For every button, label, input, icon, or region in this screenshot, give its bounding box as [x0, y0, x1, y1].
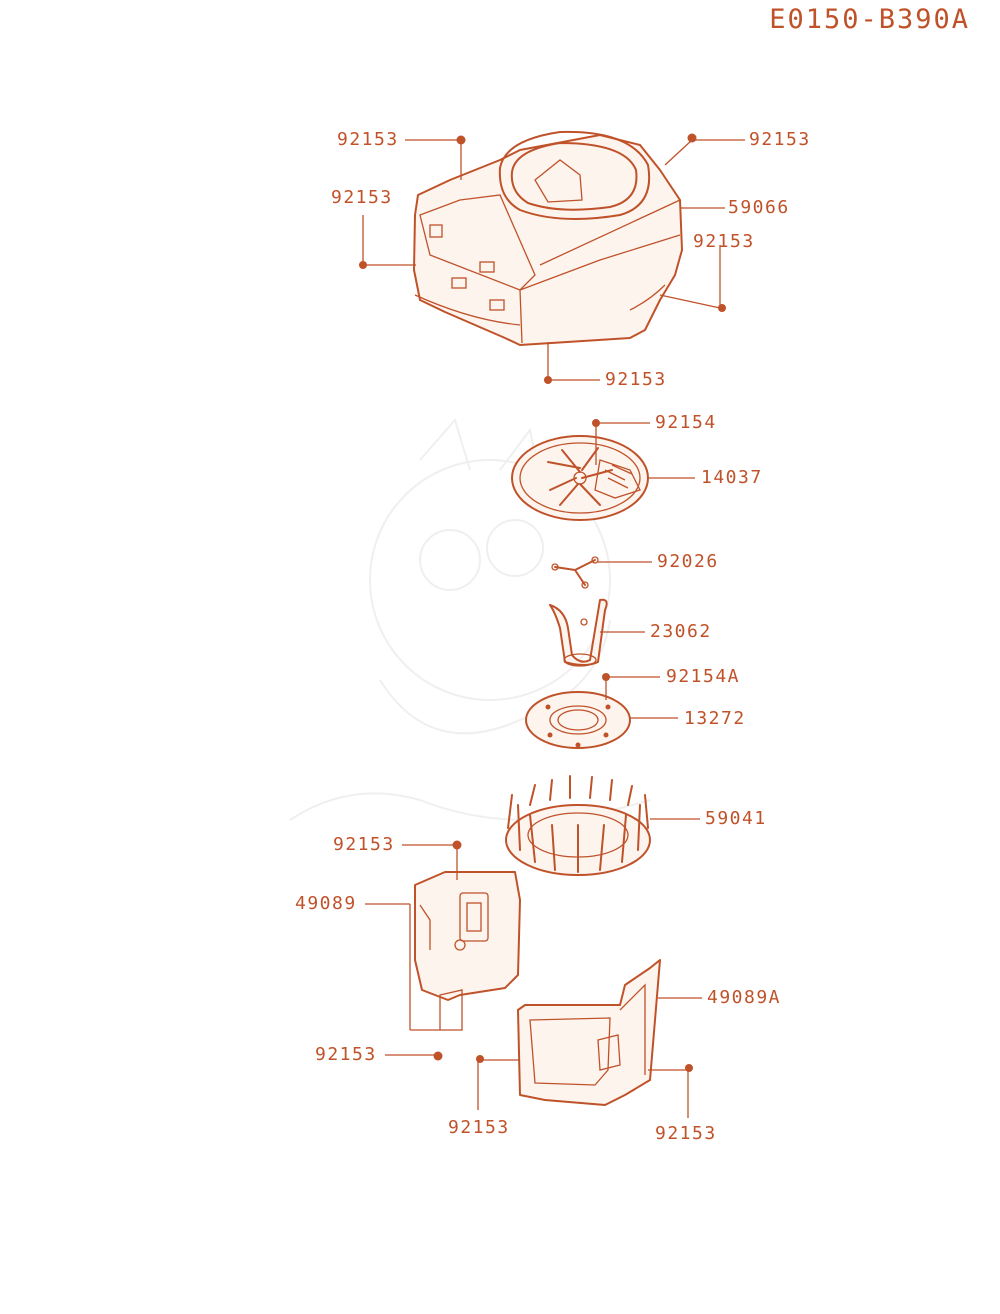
mounting-bracket: [549, 598, 608, 667]
callout-label: 59066: [728, 197, 790, 218]
fasteners: [359, 133, 726, 1072]
leader-lines: [362, 139, 745, 1118]
callout-label: 13272: [684, 708, 746, 729]
callout-label: 92153: [448, 1117, 510, 1138]
callout-label: 92153: [655, 1123, 717, 1144]
callout-label: 14037: [701, 467, 763, 488]
callout-label: 92153: [333, 834, 395, 855]
callout-label: 92153: [337, 129, 399, 150]
cooling-fan-ring: [505, 775, 651, 876]
bolt-icon: [592, 419, 600, 427]
bolt-icon: [687, 133, 697, 143]
watermark-mascot: [289, 417, 651, 821]
bolt-icon: [456, 135, 466, 145]
callout-label: 92153: [693, 231, 755, 252]
fan-plate: [511, 435, 649, 521]
bolt-icon: [476, 1055, 484, 1063]
bolt-icon: [433, 1051, 443, 1061]
callout-label: 92154: [655, 412, 717, 433]
ring-plate: [525, 691, 631, 749]
bolt-icon: [685, 1064, 693, 1072]
bolt-icon: [544, 376, 552, 384]
lower-cover-49089A: [517, 959, 661, 1106]
bolt-icon: [359, 261, 367, 269]
bolt-icon: [718, 304, 726, 312]
callout-label: 49089: [295, 893, 357, 914]
callout-label: 92153: [315, 1044, 377, 1065]
callout-label: 59041: [705, 808, 767, 829]
side-cover-49089: [414, 871, 521, 1031]
callout-label: 92026: [657, 551, 719, 572]
callout-label: 92153: [331, 187, 393, 208]
spring-clip: [551, 556, 599, 589]
callout-label: 92153: [749, 129, 811, 150]
diagram-code: E0150-B390A: [769, 4, 970, 35]
callout-label: 92153: [605, 369, 667, 390]
blower-housing: [413, 130, 683, 346]
bolt-icon: [452, 840, 462, 850]
callout-label: 92154A: [666, 666, 741, 687]
callout-label: 23062: [650, 621, 712, 642]
bolt-icon: [602, 673, 610, 681]
callout-label: 49089A: [707, 987, 782, 1008]
